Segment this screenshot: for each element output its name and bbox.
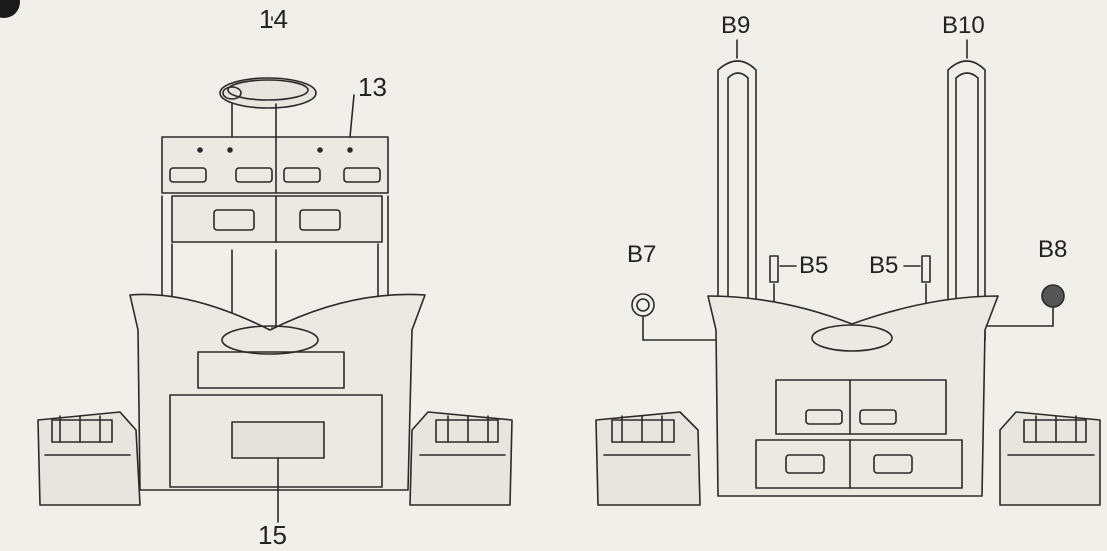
label-part-b5-right: B5 [869, 252, 899, 279]
label-part-13: 13 [358, 72, 387, 102]
left-hull [129, 293, 426, 523]
label-part-b8: B8 [1038, 236, 1068, 263]
label-part-b7: B7 [627, 241, 657, 268]
right-sponson-left-view [409, 411, 513, 506]
right-right-sponson [999, 411, 1101, 506]
right-assembly [595, 39, 1101, 506]
step-badge [0, 0, 20, 18]
left-sponson [37, 411, 141, 506]
right-left-sponson [595, 411, 701, 506]
right-hull [707, 295, 999, 497]
label-part-15: 15 [258, 520, 287, 550]
part-13-plate [161, 94, 389, 243]
part-15-plate [231, 421, 325, 459]
part-b10-handle [947, 39, 986, 341]
label-part-14: 14 [259, 4, 288, 34]
part-b9-handle [717, 39, 757, 341]
label-part-b9: B9 [721, 12, 751, 39]
left-assembly [37, 16, 513, 523]
label-part-b10: B10 [942, 12, 985, 39]
label-part-b5-left: B5 [799, 252, 829, 279]
part-14-hatch [219, 16, 317, 137]
